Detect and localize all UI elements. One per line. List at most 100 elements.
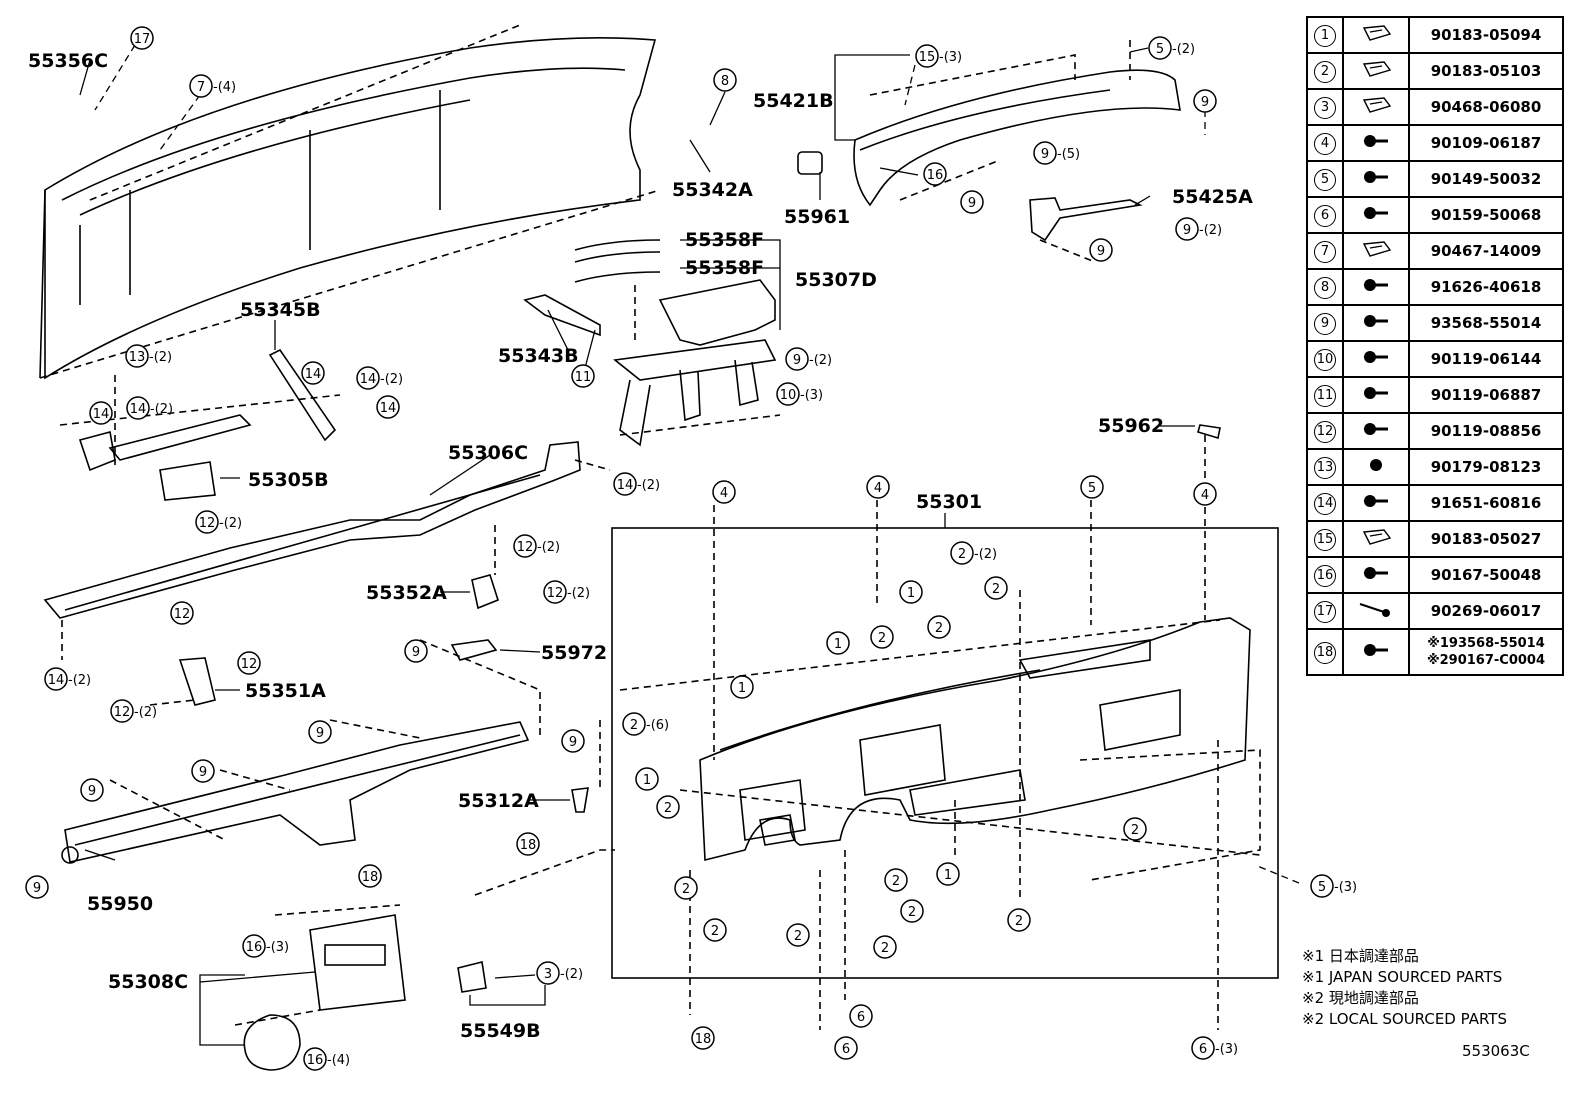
- fastener-icon: [1342, 628, 1410, 676]
- ref-number-cell: 4: [1306, 124, 1344, 162]
- callout-circle: [1191, 1036, 1215, 1060]
- callout-number: 2: [892, 874, 900, 889]
- small-brackets-drawing: [149, 525, 541, 740]
- table-row: 10 90119-06144: [1306, 340, 1564, 378]
- callout-circle: [713, 68, 737, 92]
- part-label: 55343B: [498, 345, 579, 367]
- callout-number: 2: [958, 547, 966, 562]
- callout-circle: [691, 1026, 715, 1050]
- callout-number: 18: [695, 1032, 712, 1047]
- part-label: 55306C: [448, 442, 528, 464]
- callout-number: 1: [834, 637, 842, 652]
- callout-circle: [936, 862, 960, 886]
- brace-bracket-drawing: [59, 348, 341, 501]
- callout-circle: [1310, 874, 1334, 898]
- ref-number-cell: 14: [1306, 484, 1344, 522]
- heater-duct-drawing: [61, 719, 530, 864]
- table-row: 18※193568-55014※290167-C0004: [1306, 628, 1564, 676]
- part-number-cell: 90149-50032: [1408, 160, 1564, 198]
- callout-number: 18: [520, 838, 537, 853]
- callout-number: 16: [927, 168, 944, 183]
- callout-circle: [237, 651, 261, 675]
- callout-quantity: -(2): [974, 547, 997, 562]
- part-label: 55358F: [685, 257, 764, 279]
- callout-number: 9: [33, 881, 41, 896]
- callout-number: 9: [1097, 244, 1105, 259]
- ref-number: 5: [1314, 168, 1336, 191]
- callout-number: 8: [721, 74, 729, 89]
- fastener-icon: [1342, 484, 1410, 522]
- clip-55312A-drawing: [571, 720, 601, 813]
- fastener-icon: [1342, 376, 1410, 414]
- callout-number: 2: [794, 929, 802, 944]
- callout-number: 4: [874, 481, 882, 496]
- part-label: 55421B: [753, 90, 834, 112]
- callout-number: 12: [114, 705, 131, 720]
- callout-circle: [1123, 817, 1147, 841]
- callout-circle: [358, 864, 382, 888]
- callout-number: 14: [380, 401, 397, 416]
- callout-circle: [191, 759, 215, 783]
- callout-number: 9: [1183, 223, 1191, 238]
- part-label: 55950: [87, 893, 153, 915]
- part-number-cell: 90183-05027: [1408, 520, 1564, 558]
- callout-number: 12: [174, 607, 191, 622]
- ref-number: 3: [1314, 96, 1336, 119]
- callout-circle: [80, 778, 104, 802]
- callout-number: 9: [88, 784, 96, 799]
- part-label: 55425A: [1172, 186, 1253, 208]
- note-line: ※2 LOCAL SOURCED PARTS: [1302, 1010, 1507, 1028]
- callout-number: 9: [316, 726, 324, 741]
- callout-number: 2: [878, 631, 886, 646]
- fastener-icon: [1342, 304, 1410, 342]
- center-bracket-drawing: [523, 239, 781, 447]
- ref-number-cell: 13: [1306, 448, 1344, 486]
- callout-number: 12: [517, 540, 534, 555]
- ref-number-cell: 12: [1306, 412, 1344, 450]
- callout-circle: [170, 601, 194, 625]
- callout-circle: [303, 1047, 327, 1071]
- callout-number: 2: [1131, 823, 1139, 838]
- plug-55549B-drawing: [457, 849, 615, 993]
- callout-quantity: -(3): [939, 50, 962, 65]
- ref-number: 4: [1314, 132, 1336, 155]
- part-label: 55352A: [366, 582, 447, 604]
- ref-number-cell: 10: [1306, 340, 1344, 378]
- callout-number: 9: [199, 765, 207, 780]
- note-line: ※1 日本調達部品: [1302, 947, 1419, 965]
- callout-number: 14: [93, 407, 110, 422]
- ref-number: 17: [1314, 600, 1336, 623]
- part-number-cell: 90119-06144: [1408, 340, 1564, 378]
- callout-number: 1: [643, 773, 651, 788]
- part-label: 55351A: [245, 680, 326, 702]
- table-row: 5 90149-50032: [1306, 160, 1564, 198]
- callout-circle: [516, 832, 540, 856]
- callout-circle: [776, 382, 800, 406]
- callout-circle: [308, 720, 332, 744]
- part-number-cell: 90167-50048: [1408, 556, 1564, 594]
- callout-number: 1: [944, 868, 952, 883]
- instrument-panel-drawing: [619, 424, 1261, 1030]
- callout-circle: [1193, 482, 1217, 506]
- callout-quantity: -(2): [809, 353, 832, 368]
- callout-circle: [376, 395, 400, 419]
- callout-number: 9: [412, 645, 420, 660]
- part-label: 55307D: [795, 269, 877, 291]
- callout-quantity: -(2): [380, 372, 403, 387]
- callout-circle: [1175, 217, 1199, 241]
- callout-number: 2: [992, 582, 1000, 597]
- fastener-icon: [1342, 16, 1410, 54]
- callout-circle: [656, 795, 680, 819]
- callout-number: 17: [134, 32, 151, 47]
- callout-quantity: -(2): [68, 673, 91, 688]
- callout-quantity: -(2): [219, 516, 242, 531]
- part-label: 55345B: [240, 299, 321, 321]
- callout-quantity: -(2): [637, 478, 660, 493]
- fastener-icon: [1342, 448, 1410, 486]
